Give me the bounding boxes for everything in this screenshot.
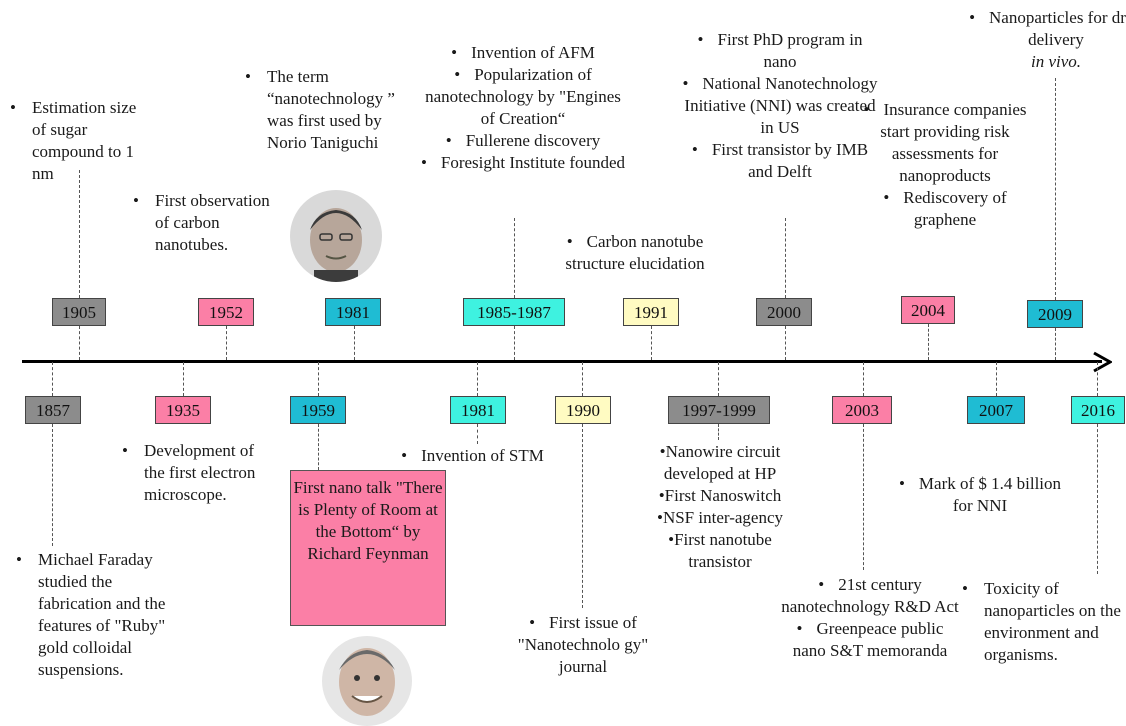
event-item: The term “nanotechnology ” was first use… — [245, 66, 415, 154]
connector-1959 — [318, 362, 319, 396]
event-1981-top: The term “nanotechnology ” was first use… — [245, 66, 415, 154]
year-box-2004: 2004 — [901, 296, 955, 324]
event-item: Michael Faraday studied the fabrication … — [16, 549, 181, 681]
event-item: NSF inter-agency — [640, 507, 800, 529]
connector-1905-axis — [79, 326, 80, 360]
event-item: Carbon nanotube structure elucidation — [540, 231, 730, 275]
connector-1997-lower — [718, 424, 719, 440]
event-1990: First issue of "Nanotechnolo gy" journal — [508, 612, 658, 678]
connector-2000 — [785, 326, 786, 360]
year-box-2007: 2007 — [967, 396, 1025, 424]
connector-1990-lower — [582, 424, 583, 608]
event-1935: Development of the first electron micros… — [122, 440, 272, 506]
event-item: Foresight Institute founded — [418, 152, 628, 174]
event-item: Rediscovery of graphene — [860, 187, 1030, 231]
event-2009-italic: in vivo. — [1030, 52, 1082, 71]
event-item: Estimation size of sugar compound to 1 n… — [10, 97, 145, 185]
connector-2003 — [863, 362, 864, 396]
event-1985-1987: Invention of AFM Popularization of nanot… — [418, 42, 628, 174]
connector-2004 — [928, 324, 929, 360]
timeline-arrow-icon — [1093, 351, 1112, 373]
connector-2003-lower — [863, 424, 864, 570]
connector-1991 — [651, 326, 652, 360]
event-1997-1999: Nanowire circuit developed at HP First N… — [640, 441, 800, 573]
year-box-1990: 1990 — [555, 396, 611, 424]
event-item: Invention of STM — [380, 445, 565, 467]
event-item: Popularization of nanotechnology by "Eng… — [418, 64, 628, 130]
event-item: 21st century nanotechnology R&D Act — [780, 574, 960, 618]
event-item: Greenpeace public nano S&T memoranda — [780, 618, 960, 662]
event-item: Insurance companies start providing risk… — [860, 99, 1030, 187]
event-item: National Nanotechnology Initiative (NNI)… — [680, 73, 880, 139]
connector-1985-upper — [514, 218, 515, 298]
event-2016: Toxicity of nanoparticles on the environ… — [962, 578, 1126, 666]
connector-1857 — [52, 362, 53, 396]
feynman-talk-box: First nano talk "There is Plenty of Room… — [290, 470, 446, 626]
timeline-axis — [22, 360, 1102, 363]
connector-1905 — [79, 170, 80, 298]
event-item: First transistor by IMB and Delft — [680, 139, 880, 183]
year-box-2009: 2009 — [1027, 300, 1083, 328]
event-item: Toxicity of nanoparticles on the environ… — [962, 578, 1126, 666]
event-item: Nanowire circuit developed at HP — [640, 441, 800, 485]
connector-1981-top — [354, 326, 355, 360]
year-box-1959: 1959 — [290, 396, 346, 424]
event-1952: First observation of carbon nanotubes. — [133, 190, 283, 256]
connector-2000-upper — [785, 218, 786, 298]
connector-1985 — [514, 326, 515, 360]
connector-2009 — [1055, 328, 1056, 360]
event-item: First observation of carbon nanotubes. — [133, 190, 283, 256]
year-box-1935: 1935 — [155, 396, 211, 424]
event-1857: Michael Faraday studied the fabrication … — [16, 549, 181, 681]
portrait-feynman-icon — [322, 636, 412, 726]
year-box-2000: 2000 — [756, 298, 812, 326]
connector-1857-lower — [52, 424, 53, 546]
event-item: Development of the first electron micros… — [122, 440, 272, 506]
year-box-2016: 2016 — [1071, 396, 1125, 424]
year-box-1857: 1857 — [25, 396, 81, 424]
year-box-1952: 1952 — [198, 298, 254, 326]
connector-2009-upper — [1055, 78, 1056, 300]
connector-1997 — [718, 362, 719, 396]
event-2003: 21st century nanotechnology R&D Act Gree… — [780, 574, 960, 662]
connector-2016 — [1097, 362, 1098, 396]
connector-1990 — [582, 362, 583, 396]
event-item: Fullerene discovery — [418, 130, 628, 152]
event-item: Nanoparticles for drug delivery — [966, 7, 1126, 51]
year-box-1981-top: 1981 — [325, 298, 381, 326]
year-box-1981-bottom: 1981 — [450, 396, 506, 424]
connector-1981-bottom — [477, 362, 478, 396]
event-item: Invention of AFM — [418, 42, 628, 64]
connector-2007 — [996, 362, 997, 396]
event-2004: Insurance companies start providing risk… — [860, 99, 1030, 231]
event-1905: Estimation size of sugar compound to 1 n… — [10, 97, 145, 185]
event-2007: Mark of $ 1.4 billion for NNI — [895, 473, 1065, 517]
event-item: Mark of $ 1.4 billion for NNI — [895, 473, 1065, 517]
event-item: First Nanoswitch — [640, 485, 800, 507]
event-2000: First PhD program in nano National Nanot… — [680, 29, 880, 183]
connector-2016-lower — [1097, 424, 1098, 574]
event-2009: Nanoparticles for drug delivery in vivo. — [966, 7, 1126, 73]
connector-1935 — [183, 362, 184, 396]
connector-1981-bottom-lower — [477, 424, 478, 444]
event-1981-bottom: Invention of STM — [380, 445, 565, 467]
year-box-1997-1999: 1997-1999 — [668, 396, 770, 424]
year-box-1985-1987: 1985-1987 — [463, 298, 565, 326]
event-item: First nanotube transistor — [640, 529, 800, 573]
portrait-taniguchi-icon — [290, 190, 382, 282]
year-box-1991: 1991 — [623, 298, 679, 326]
year-box-2003: 2003 — [832, 396, 892, 424]
year-box-1905: 1905 — [52, 298, 106, 326]
connector-1952 — [226, 326, 227, 360]
event-1991: Carbon nanotube structure elucidation — [540, 231, 730, 275]
connector-1959-lower — [318, 424, 319, 470]
event-item: First issue of "Nanotechnolo gy" journal — [508, 612, 658, 678]
event-item: First PhD program in nano — [680, 29, 880, 73]
